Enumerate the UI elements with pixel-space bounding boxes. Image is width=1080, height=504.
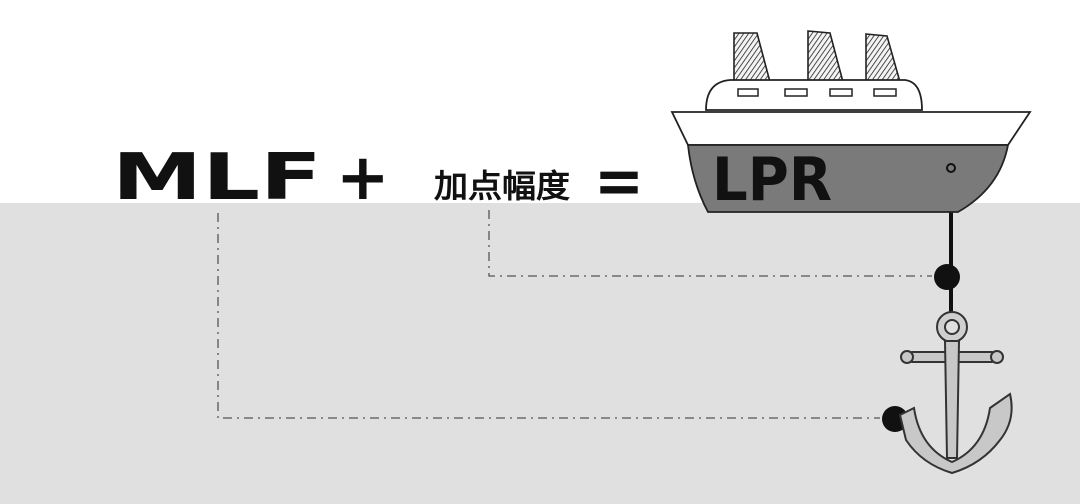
anchor-icon [898,311,1013,475]
lpr-term: LPR [712,145,832,215]
spread-term: 加点幅度 [434,167,570,205]
spread-junction-dot [934,264,960,290]
spread-guide-line [488,210,932,277]
ship-icon [670,30,1032,213]
equals-sign: = [594,145,644,219]
mlf-guide-line [217,213,880,419]
mlf-term: MLF [112,141,322,215]
plus-sign: + [336,141,390,215]
water-background [0,203,1080,504]
